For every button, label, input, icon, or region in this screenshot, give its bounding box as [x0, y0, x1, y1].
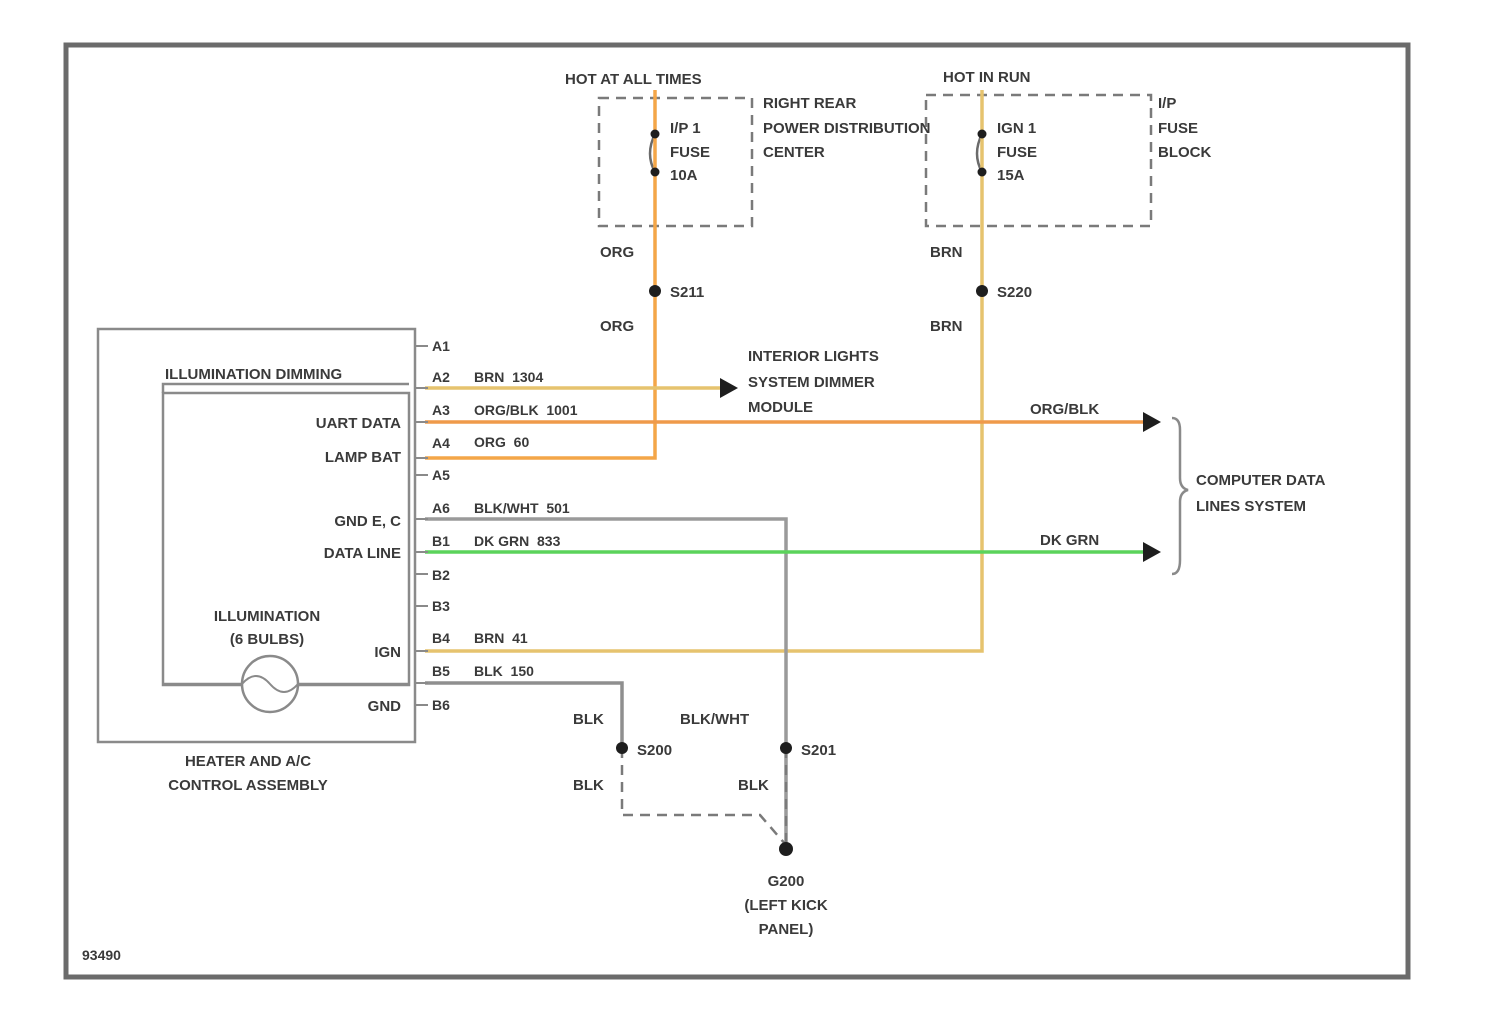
- splice-s220-dot: [976, 285, 988, 297]
- pin-a2: A2: [432, 369, 450, 385]
- wire-label-blk-right-bottom: BLK: [738, 777, 769, 794]
- fuse-ip1-top-dot: [651, 130, 660, 139]
- pin-a4: A4: [432, 435, 450, 451]
- circuit-b1: DK GRN 833: [474, 533, 561, 549]
- figure-id: 93490: [82, 947, 121, 963]
- pin-a1: A1: [432, 338, 450, 354]
- arrow-uart-data: [1143, 412, 1161, 432]
- rear-center-label-3: CENTER: [763, 144, 825, 161]
- hot-in-run-label: HOT IN RUN: [943, 69, 1031, 86]
- circuit-b4: BRN 41: [474, 630, 528, 646]
- ground-g200-label-2: (LEFT KICK: [744, 897, 827, 914]
- wire-label-org-top: ORG: [600, 244, 634, 261]
- pin-b3: B3: [432, 598, 450, 614]
- wire-label-dk-grn-right: DK GRN: [1040, 532, 1099, 549]
- fuse-ign1-bottom-dot: [978, 168, 987, 177]
- hot-at-all-times-label: HOT AT ALL TIMES: [565, 71, 702, 88]
- interior-lights-label-3: MODULE: [748, 399, 813, 416]
- splice-s220-label: S220: [997, 284, 1032, 301]
- interior-lights-label-2: SYSTEM DIMMER: [748, 374, 875, 391]
- module-name-2: CONTROL ASSEMBLY: [168, 777, 327, 794]
- rear-center-label-1: RIGHT REAR: [763, 95, 857, 112]
- pin-b5: B5: [432, 663, 450, 679]
- fuse-ip1-label-3: 10A: [670, 167, 698, 184]
- interior-lights-label-1: INTERIOR LIGHTS: [748, 348, 879, 365]
- wire-label-blk-left-bottom: BLK: [573, 777, 604, 794]
- pin-b4: B4: [432, 630, 450, 646]
- rear-center-label-2: POWER DISTRIBUTION: [763, 120, 931, 137]
- splice-s211-label: S211: [670, 284, 704, 301]
- circuit-a4: ORG 60: [474, 434, 529, 450]
- pin-a3: A3: [432, 402, 450, 418]
- ip-block-label-1: I/P: [1158, 95, 1176, 112]
- ground-g200-label-1: G200: [768, 873, 805, 890]
- splice-s201-label: S201: [801, 742, 836, 759]
- wire-label-blk-wht-top: BLK/WHT: [680, 711, 749, 728]
- module-lamp-bat: LAMP BAT: [325, 449, 401, 466]
- fuse-ip1-label-2: FUSE: [670, 144, 710, 161]
- wire-illumination-dimming: [163, 384, 409, 393]
- module-illumination-1: ILLUMINATION: [214, 608, 320, 625]
- arrow-interior-lights: [720, 378, 738, 398]
- wire-label-org-bottom: ORG: [600, 318, 634, 335]
- connector-terminals: [415, 346, 428, 705]
- fuse-ip1-label-1: I/P 1: [670, 120, 701, 137]
- splice-s201-dot: [780, 742, 792, 754]
- computer-data-label-1: COMPUTER DATA: [1196, 472, 1326, 489]
- ip-block-label-2: FUSE: [1158, 120, 1198, 137]
- circuit-a6: BLK/WHT 501: [474, 500, 570, 516]
- ip-block-label-3: BLOCK: [1158, 144, 1211, 161]
- pin-b1: B1: [432, 533, 450, 549]
- module-ign: IGN: [374, 644, 401, 661]
- ground-g200-label-3: PANEL): [759, 921, 814, 938]
- wire-label-org-blk-right: ORG/BLK: [1030, 401, 1099, 418]
- arrow-data-line: [1143, 542, 1161, 562]
- pin-b2: B2: [432, 567, 450, 583]
- fuse-ign1-label-3: 15A: [997, 167, 1025, 184]
- computer-data-bracket: [1172, 418, 1188, 574]
- module-gnd-e-c: GND E, C: [334, 513, 401, 530]
- splice-s211-dot: [649, 285, 661, 297]
- module-data-line: DATA LINE: [324, 545, 401, 562]
- fuse-ip1-bottom-dot: [651, 168, 660, 177]
- wire-label-brn-top: BRN: [930, 244, 963, 261]
- ip-fuse-block-box: [926, 95, 1151, 226]
- computer-data-label-2: LINES SYSTEM: [1196, 498, 1306, 515]
- wire-label-blk-left-top: BLK: [573, 711, 604, 728]
- module-gnd: GND: [368, 698, 402, 715]
- fuse-ign1-label-2: FUSE: [997, 144, 1037, 161]
- rear-power-distribution-box: [599, 98, 752, 226]
- module-name-1: HEATER AND A/C: [185, 753, 311, 770]
- module-illumination-dimming: ILLUMINATION DIMMING: [165, 366, 342, 383]
- ground-g200-dot: [779, 842, 793, 856]
- fuse-ign1-top-dot: [978, 130, 987, 139]
- circuit-b5: BLK 150: [474, 663, 534, 679]
- module-uart-data: UART DATA: [316, 415, 401, 432]
- pin-b6: B6: [432, 697, 450, 713]
- circuit-a3: ORG/BLK 1001: [474, 402, 578, 418]
- pin-a6: A6: [432, 500, 450, 516]
- pin-a5: A5: [432, 467, 450, 483]
- circuit-a2: BRN 1304: [474, 369, 543, 385]
- module-illumination-2: (6 BULBS): [230, 631, 304, 648]
- splice-s200-label: S200: [637, 742, 672, 759]
- wire-label-brn-bottom: BRN: [930, 318, 963, 335]
- splice-s200-dot: [616, 742, 628, 754]
- ground-dash-left: [622, 748, 786, 845]
- fuse-ign1-label-1: IGN 1: [997, 120, 1036, 137]
